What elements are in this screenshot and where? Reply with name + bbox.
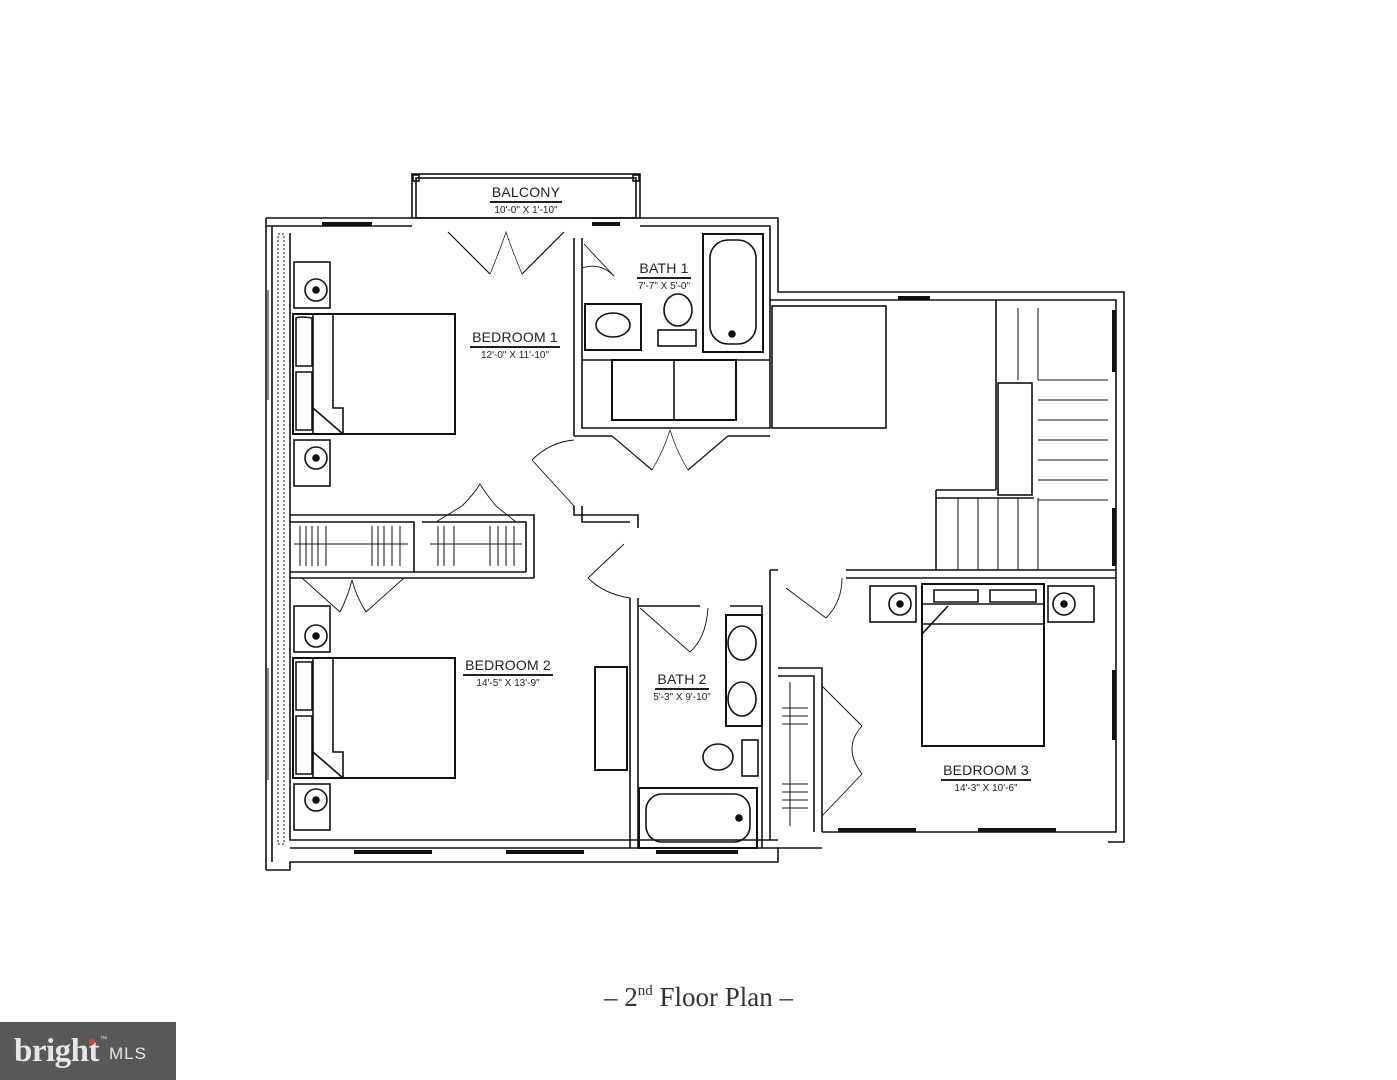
room-name: BATH 2 — [655, 672, 709, 690]
room-label-balcony: BALCONY 10'-0" X 1'-10" — [470, 184, 582, 216]
room-dimensions: 10'-0" X 1'-10" — [494, 205, 558, 216]
room-name: BATH 1 — [637, 261, 691, 279]
room-name: BALCONY — [489, 185, 563, 203]
room-dimensions: 14'-3" X 10'-6" — [954, 783, 1018, 794]
closet-hangers — [294, 526, 808, 826]
nightstands — [293, 261, 1095, 831]
dresser — [594, 666, 628, 771]
room-label-bath-1: BATH 1 7'-7" X 5'-0" — [618, 260, 710, 292]
logo-trademark: ™ — [100, 1035, 108, 1043]
bath-1-fixtures — [584, 233, 764, 421]
floor-plan-caption: – 2nd Floor Plan – — [0, 982, 1397, 1013]
room-name: BEDROOM 3 — [941, 763, 1031, 781]
room-label-bedroom-3: BEDROOM 3 14'-3" X 10'-6" — [930, 762, 1042, 794]
logo-wordmark: bright — [14, 1032, 100, 1070]
bed-1 — [292, 313, 456, 435]
room-label-bath-2: BATH 2 5'-3" X 9'-10" — [636, 671, 728, 704]
exterior-walls — [265, 217, 1125, 871]
room-name: BEDROOM 2 — [463, 658, 553, 676]
caption-prefix: – 2 — [603, 982, 638, 1012]
bed-2 — [292, 657, 456, 779]
stair-treads — [957, 308, 1108, 570]
room-dimensions: 5'-3" X 9'-10" — [653, 692, 711, 703]
logo-accent-dot-icon — [89, 1038, 96, 1045]
doors — [301, 230, 863, 817]
windows — [322, 222, 1116, 854]
caption-ordinal: nd — [637, 983, 653, 999]
logo-mls-text: MLS — [109, 1044, 147, 1063]
room-label-bedroom-2: BEDROOM 2 14'-5" X 13'-9" — [452, 657, 564, 689]
room-label-bedroom-1: BEDROOM 1 12'-0" X 11'-10" — [460, 329, 570, 361]
balcony-outline — [411, 173, 641, 219]
interior-walls — [290, 238, 1116, 848]
room-dimensions: 12'-0" X 11'-10" — [481, 350, 549, 361]
room-dimensions: 14'-5" X 13'-9" — [476, 678, 540, 689]
left-facade — [267, 233, 285, 845]
bright-mls-watermark: bright ™ MLS — [0, 1022, 176, 1080]
room-name: BEDROOM 1 — [470, 330, 560, 348]
room-dimensions: 7'-7" X 5'-0" — [637, 281, 691, 292]
bath-2-fixtures — [638, 614, 763, 849]
bed-3 — [921, 583, 1045, 747]
caption-suffix: Floor Plan – — [652, 982, 793, 1012]
logo-word-text: bright — [14, 1032, 100, 1069]
